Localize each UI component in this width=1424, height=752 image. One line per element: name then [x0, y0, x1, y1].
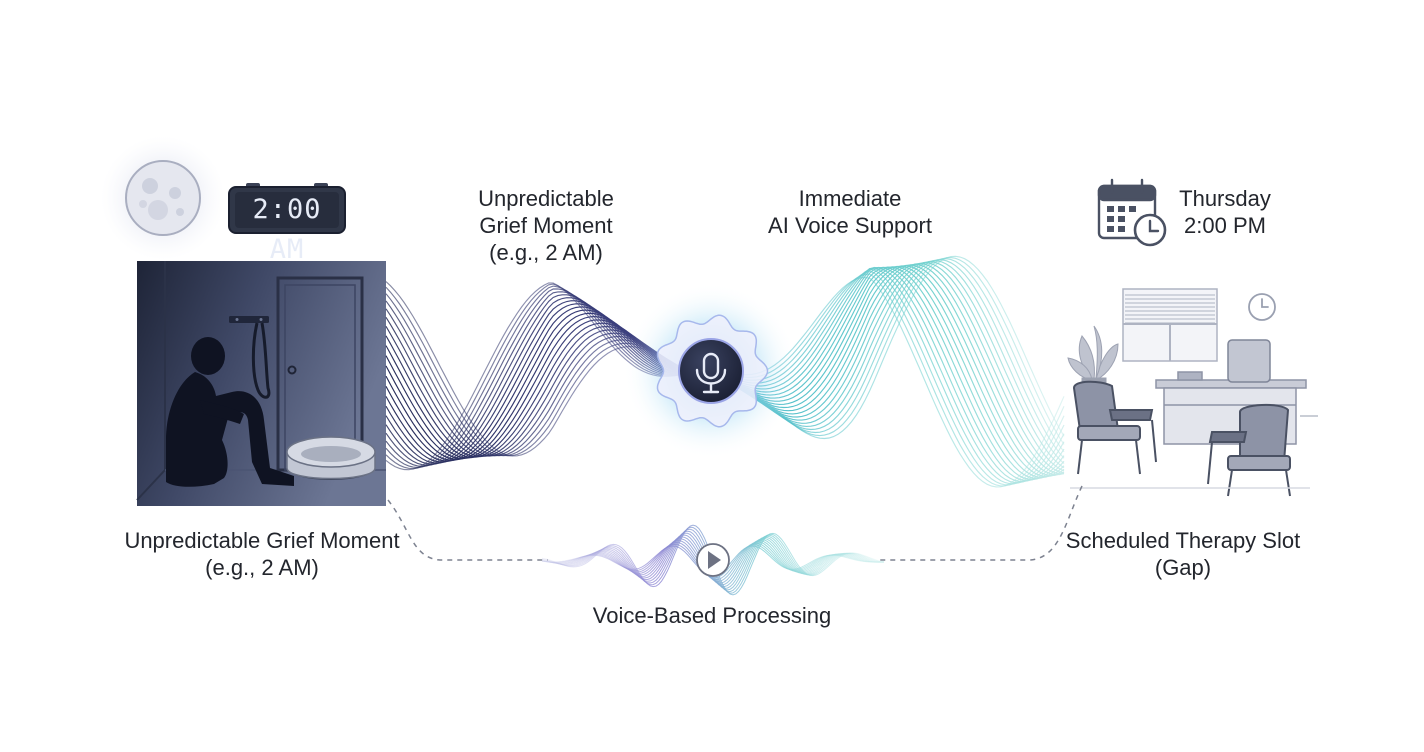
microphone-icon: [695, 352, 727, 394]
calendar-clock-icon: [1097, 178, 1167, 247]
schedule-label: Thursday 2:00 PM: [1179, 186, 1271, 238]
therapy-office-scene: [1067, 288, 1318, 497]
armchair-left: [1072, 380, 1157, 475]
moon-icon: [101, 136, 225, 260]
window-blinds: [1122, 288, 1218, 362]
play-icon: [696, 543, 730, 577]
ai-voice-hub: [623, 283, 799, 459]
voice-processing-caption: Voice-Based Processing: [592, 603, 832, 628]
therapy-slot-caption: Scheduled Therapy Slot (Gap): [1065, 528, 1301, 580]
leash-on-hook: [229, 316, 271, 399]
wall-clock-icon: [1248, 293, 1276, 321]
grieving-person-silhouette: [166, 337, 294, 487]
alarm-clock-icon: [228, 183, 346, 234]
empty-pet-bed: [286, 436, 376, 480]
clock-display: 2:00 AM: [252, 194, 322, 265]
wave-left-label: Unpredictable Grief Moment (e.g., 2 AM): [478, 186, 614, 265]
office-chair: [1227, 339, 1271, 383]
wave-center-label: Immediate AI Voice Support: [768, 186, 932, 238]
dashed-connector-left: [387, 499, 548, 561]
grief-moment-caption: Unpredictable Grief Moment (e.g., 2 AM): [124, 528, 400, 580]
armchair-right: [1207, 404, 1291, 497]
dark-room-scene: [136, 261, 386, 506]
voice-processing-waveform: [541, 524, 885, 596]
dashed-connector-right: [880, 485, 1083, 561]
